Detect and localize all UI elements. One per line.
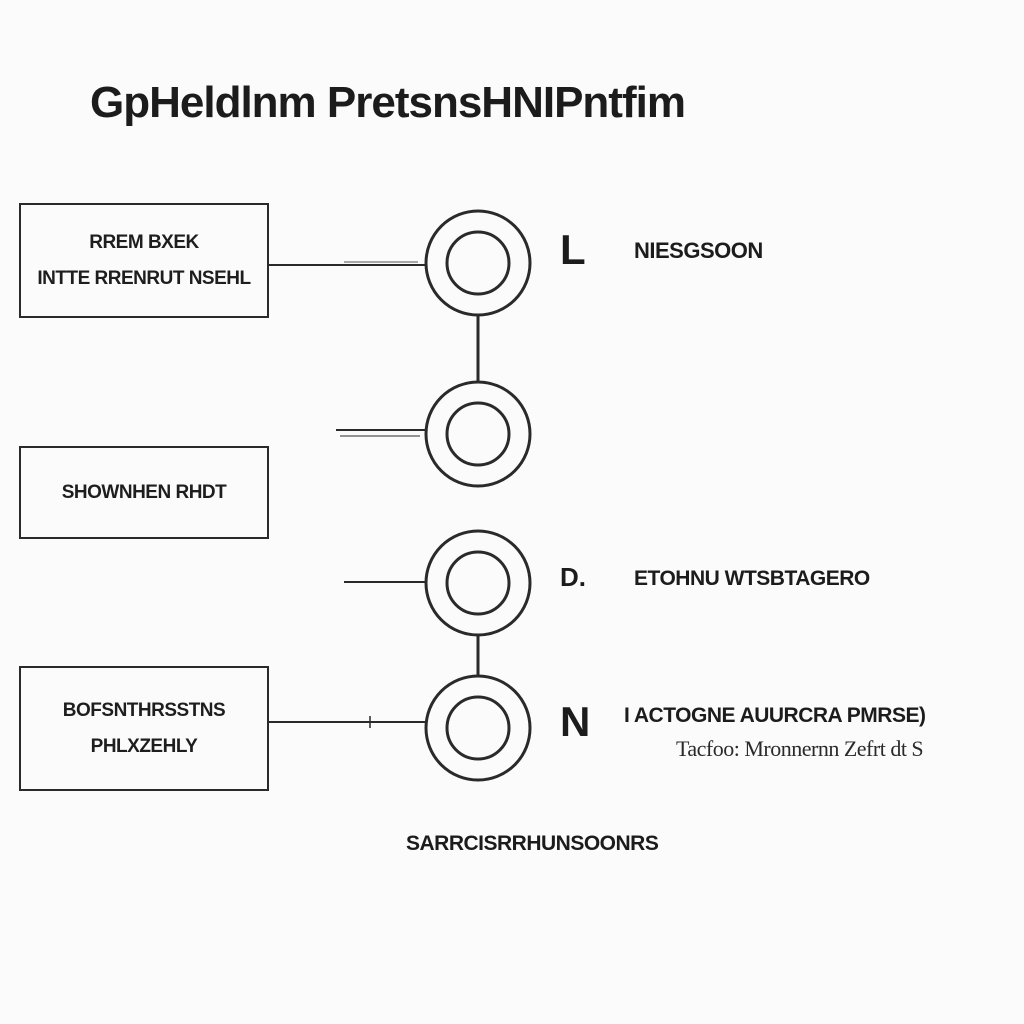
node-4-letter: N <box>560 698 591 745</box>
box-3-line-1: BOFSNTHRSSTNS <box>62 699 226 721</box>
node-3-label: ETOHNU WTSBTAGERO <box>634 567 870 590</box>
node-1 <box>424 209 532 317</box>
diagram-footer: SARRCISRRHUNSOONRS <box>406 832 659 855</box>
input-box-1: RREM BXEK INTTE RRENRUT NSEHL <box>19 203 269 318</box>
input-box-2: SHOWNHEN RHDT <box>19 446 269 539</box>
box-3-line-2: PHLXZEHLY <box>90 735 198 757</box>
box-2-line-1: SHOWNHEN RHDT <box>61 481 227 503</box>
node-1-letter: L <box>560 226 586 273</box>
node-3 <box>424 529 532 637</box>
box-1-line-2: INTTE RRENRUT NSEHL <box>37 267 251 289</box>
diagram-title: GpHeldlnm PretsnsHNIPntfim <box>90 78 686 127</box>
input-box-3: BOFSNTHRSSTNS PHLXZEHLY <box>19 666 269 791</box>
node-2 <box>424 380 532 488</box>
node-4 <box>424 674 532 782</box>
node-1-label: NIESGSOON <box>634 238 763 263</box>
node-3-letter: D. <box>560 562 586 592</box>
box-1-line-1: RREM BXEK <box>89 231 199 253</box>
node-4-label: I ACTOGNE AUURCRA PMRSE) <box>624 704 926 727</box>
node-4-sublabel: Tacfoo: Mronnernn Zefrt dt S <box>676 736 924 761</box>
